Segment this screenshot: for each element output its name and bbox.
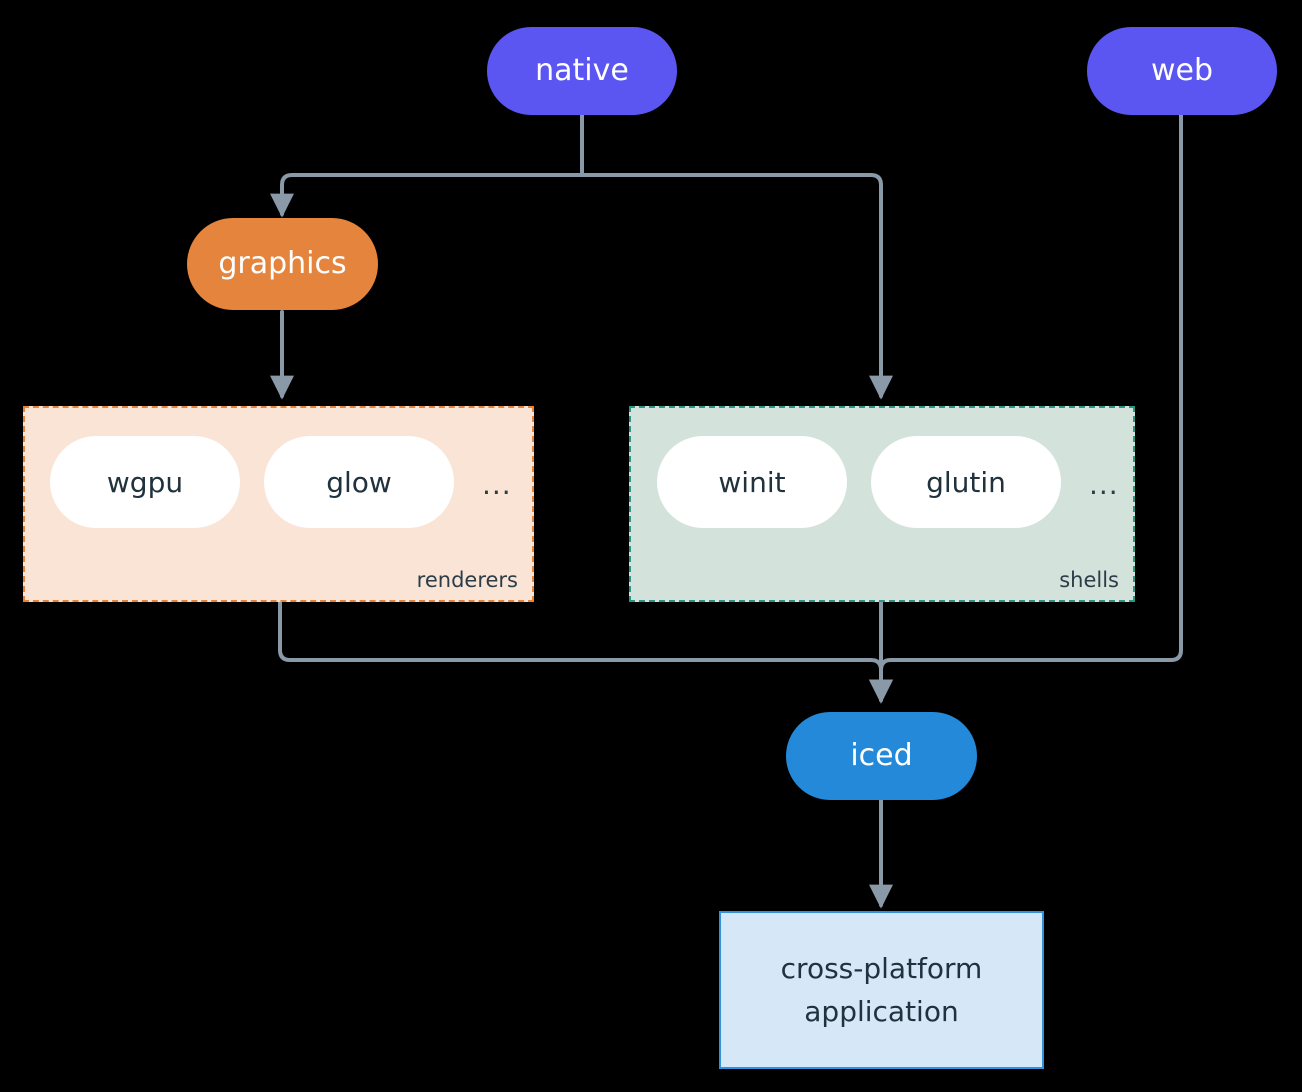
chip-glow[interactable]: glow bbox=[264, 436, 454, 528]
chip-glow-label: glow bbox=[326, 465, 392, 499]
node-graphics[interactable]: graphics bbox=[187, 218, 378, 310]
group-renderers: wgpu glow ... renderers bbox=[23, 406, 534, 602]
node-web-label: web bbox=[1150, 53, 1214, 89]
group-renderers-label: renderers bbox=[416, 568, 518, 592]
application-label-line2: application bbox=[804, 995, 959, 1028]
chip-wgpu-label: wgpu bbox=[106, 465, 184, 499]
node-native[interactable]: native bbox=[487, 27, 677, 115]
edge-native-graphics bbox=[270, 173, 584, 218]
node-native-label: native bbox=[535, 53, 629, 89]
chip-winit-label: winit bbox=[718, 465, 786, 499]
node-cross-platform-application[interactable]: cross-platform application bbox=[719, 911, 1044, 1069]
group-shells-label: shells bbox=[1059, 568, 1119, 592]
chip-glutin[interactable]: glutin bbox=[871, 436, 1061, 528]
node-web[interactable]: web bbox=[1087, 27, 1277, 115]
edge-renderers-iced bbox=[278, 600, 893, 704]
group-shells: winit glutin ... shells bbox=[629, 406, 1135, 602]
node-iced[interactable]: iced bbox=[786, 712, 977, 800]
application-label-line1: cross-platform bbox=[780, 951, 983, 985]
renderers-ellipsis: ... bbox=[482, 468, 512, 501]
chip-wgpu[interactable]: wgpu bbox=[50, 436, 240, 528]
shells-ellipsis: ... bbox=[1089, 468, 1119, 501]
edge-native-shells bbox=[580, 173, 893, 400]
chip-winit[interactable]: winit bbox=[657, 436, 847, 528]
node-graphics-label: graphics bbox=[218, 246, 347, 282]
chip-glutin-label: glutin bbox=[926, 465, 1006, 499]
node-iced-label: iced bbox=[850, 738, 913, 774]
